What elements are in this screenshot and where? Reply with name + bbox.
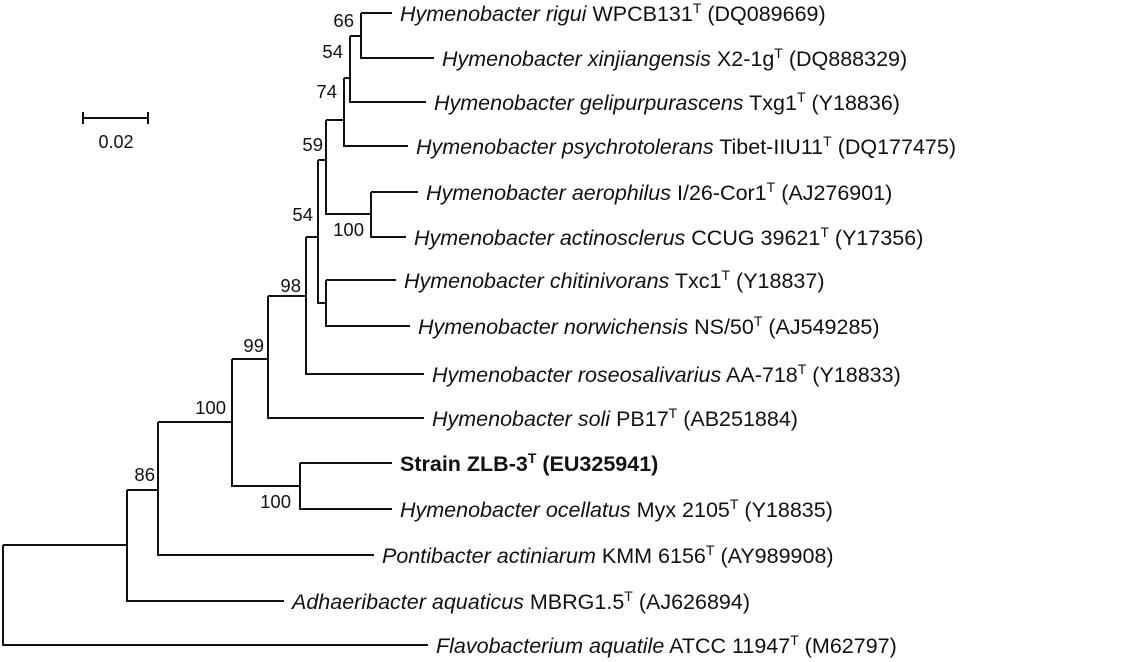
taxon-label: Hymenobacter gelipurpurascens Txg1T (Y18… — [434, 89, 900, 115]
taxon-label: Hymenobacter aerophilus I/26-Cor1T (AJ27… — [426, 179, 892, 205]
branch-node-100b — [299, 462, 392, 510]
taxon-label: Adhaeribacter aquaticus MBRG1.5T (AJ6268… — [290, 588, 750, 614]
taxon-label: Flavobacterium aquatile ATCC 11947T (M62… — [436, 632, 897, 658]
bootstrap-value: 100 — [195, 397, 226, 418]
taxon-labels: Hymenobacter rigui WPCB131T (DQ089669) H… — [290, 0, 956, 658]
branch-node-chit-norw — [325, 279, 410, 327]
branch-node-98 — [267, 296, 424, 419]
branch-node-100c — [370, 191, 418, 238]
taxon-label-highlight: Strain ZLB-3T (EU325941) — [400, 450, 658, 476]
taxon-label: Hymenobacter xinjiangensis X2-1gT (DQ888… — [442, 45, 907, 71]
branch-root — [2, 545, 428, 646]
bootstrap-value: 54 — [322, 41, 343, 62]
branch-node-66 — [360, 12, 434, 59]
bootstrap-value: 59 — [302, 134, 323, 155]
taxon-label: Hymenobacter ocellatus Myx 2105T (Y18835… — [400, 496, 833, 522]
scale-bar-line — [82, 112, 149, 124]
branch-node-74 — [343, 78, 408, 147]
bootstrap-value: 86 — [134, 464, 155, 485]
branch-node-59 — [317, 160, 326, 304]
taxon-label: Hymenobacter soli PB17T (AB251884) — [432, 405, 798, 431]
bootstrap-value: 99 — [243, 335, 264, 356]
taxon-label: Pontibacter actiniarum KMM 6156T (AY9899… — [382, 542, 834, 568]
branch-node-100a — [157, 422, 374, 556]
bootstrap-value: 66 — [333, 10, 354, 31]
branch-node-54b — [305, 237, 424, 375]
branch-node-54a — [349, 36, 426, 103]
bootstrap-value: 74 — [316, 81, 337, 102]
bootstrap-value: 100 — [260, 491, 291, 512]
taxon-label: Hymenobacter rigui WPCB131T (DQ089669) — [400, 0, 826, 26]
tree-branches — [2, 12, 434, 646]
taxon-label: Hymenobacter actinosclerus CCUG 39621T (… — [414, 224, 923, 250]
taxon-label: Hymenobacter psychrotolerans Tibet-IIU11… — [416, 133, 956, 159]
branch-node-86 — [126, 490, 284, 602]
bootstrap-values: 66 54 74 59 100 54 98 99 100 100 86 — [134, 10, 364, 512]
scale-bar: 0.02 — [82, 112, 149, 152]
branch-node-split — [325, 120, 371, 215]
bootstrap-value: 98 — [280, 275, 301, 296]
taxon-label: Hymenobacter norwichensis NS/50T (AJ5492… — [418, 313, 880, 339]
bootstrap-value: 100 — [333, 219, 364, 240]
taxon-label: Hymenobacter roseosalivarius AA-718T (Y1… — [432, 361, 901, 387]
branch-node-99 — [231, 359, 300, 487]
taxon-label: Hymenobacter chitinivorans Txc1T (Y18837… — [404, 267, 825, 293]
bootstrap-value: 54 — [292, 204, 313, 225]
scale-bar-label: 0.02 — [98, 132, 133, 152]
